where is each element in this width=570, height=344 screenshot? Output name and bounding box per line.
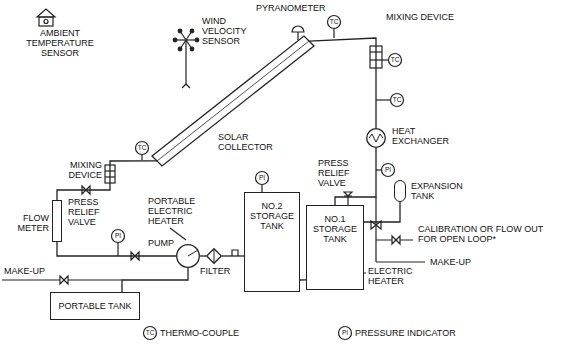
pipe-connector [364, 202, 400, 222]
legend-text: THERMO-COUPLE [160, 328, 239, 338]
heat-exchanger: HEAT EXCHANGER [366, 128, 386, 148]
heat-exchanger-outline [366, 128, 386, 148]
node-label: FILTER [200, 266, 234, 276]
part-label: PRESS RELIEF VALVE [318, 158, 362, 188]
part-label: WIND VELOCITY SENSOR [202, 16, 248, 46]
pump-impeller [188, 250, 198, 256]
pump: PUMP [176, 244, 200, 268]
filter: FILTER [206, 248, 222, 264]
relief-valve [344, 192, 352, 205]
instrument-tag: PI [338, 329, 352, 337]
instrument-tag: TC [135, 144, 149, 152]
wind-sensor [173, 29, 199, 88]
pipe-connector [222, 255, 244, 256]
part-label: PYRANOMETER [256, 3, 326, 13]
pipe-connector [309, 38, 376, 128]
node-label: PUMP [148, 238, 175, 248]
pipe-connector [57, 161, 157, 200]
pipe-connector [200, 255, 206, 256]
sensor-element [44, 20, 48, 24]
portable-heater-symbol [232, 250, 238, 256]
filter-element [214, 250, 215, 262]
portable-tank: PORTABLE TANK [50, 292, 140, 320]
instrument-tag: PI [381, 166, 395, 174]
filter-diamond [207, 249, 222, 264]
heat-exchanger-circle [367, 129, 386, 148]
valve [392, 236, 400, 244]
instrument-tag: TC [327, 18, 341, 26]
instrument-tag: TC [388, 56, 402, 64]
sensor-house-roof [37, 9, 55, 17]
filter-outline [206, 248, 222, 264]
storage-tank: NO.1 STORAGE TANK [306, 205, 364, 290]
part-label: AMBIENT TEMPERATURE SENSOR [8, 28, 112, 58]
pump-outline [176, 244, 200, 268]
valve [60, 276, 68, 284]
part-label: MIXING DEVICE [56, 160, 102, 180]
collector-panel [152, 36, 314, 166]
part-label: PRESS RELIEF VALVE [68, 197, 114, 227]
expansion-tank: EXPANSION TANK [394, 180, 406, 202]
node-label: NO.1 STORAGE TANK [308, 214, 362, 244]
node-label: EXPANSION TANK [411, 181, 461, 201]
node-label: PORTABLE TANK [59, 301, 132, 311]
instrument-tag: TC [143, 329, 157, 337]
instrument-symbols [112, 16, 404, 340]
node-label: NO.2 STORAGE TANK [246, 201, 298, 231]
pump-circle [177, 245, 200, 268]
instrument-tag: TC [390, 96, 404, 104]
part-label: MAKE-UP [4, 266, 45, 276]
part-label: MIXING DEVICE [386, 12, 454, 22]
storage-tank: NO.2 STORAGE TANK [244, 192, 300, 292]
sensor-house [39, 17, 53, 26]
part-label: PORTABLE ELECTRIC HEATER [148, 196, 208, 226]
node-label: HEAT EXCHANGER [392, 126, 452, 146]
collector-tube [157, 41, 309, 161]
instrument-tag: PI [255, 174, 269, 182]
solar-collector: SOLAR COLLECTOR [152, 36, 314, 166]
node-label: SOLAR COLLECTOR [218, 132, 274, 152]
part-label: ELECTRIC HEATER [368, 266, 418, 286]
exchanger-coil [369, 134, 383, 142]
node-label: FLOW METER [3, 213, 49, 233]
instrument-tag: PI [111, 232, 125, 240]
flow-meter: FLOW METER [52, 200, 62, 242]
part-label: CALIBRATION OR FLOW OUT FOR OPEN LOOP* [418, 224, 548, 244]
pipe-connector [122, 268, 188, 292]
part-label: MAKE-UP [430, 257, 471, 267]
legend-text: PRESSURE INDICATOR [355, 328, 456, 338]
